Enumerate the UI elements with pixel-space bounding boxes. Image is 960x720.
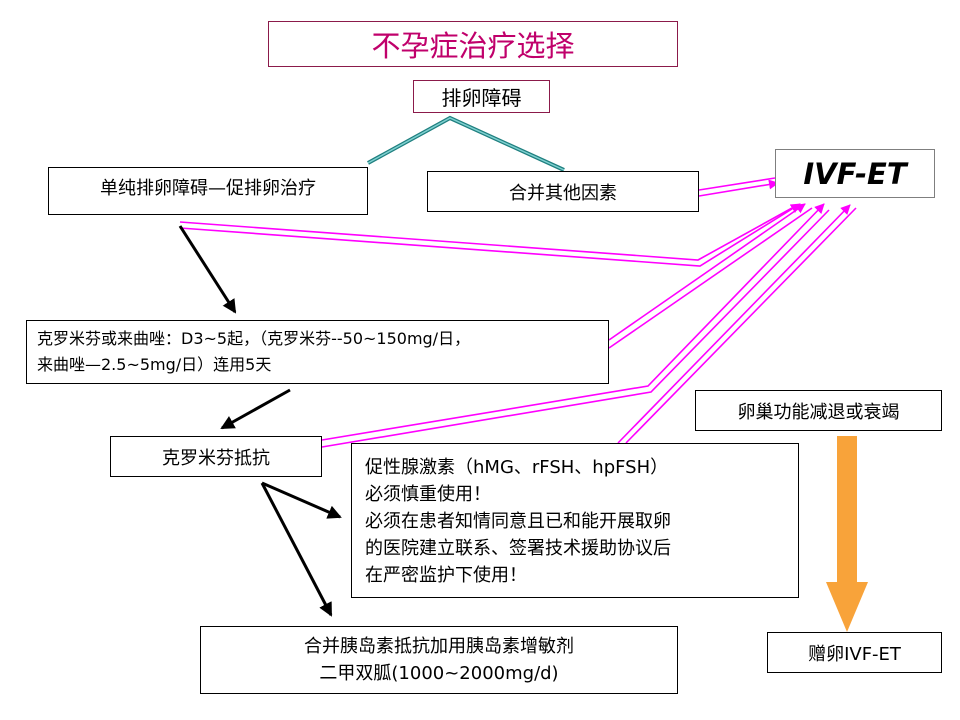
clomiphene-line-1: 克罗米芬或来曲唑：D3~5起，（克罗米芬--50~150mg/日，	[37, 329, 471, 348]
magenta-arrows	[179, 177, 857, 448]
ovarian-failure-node: 卵巢功能减退或衰竭	[695, 390, 942, 431]
diagram-title: 不孕症治疗选择	[268, 21, 678, 67]
ivf-et-node: IVF-ET	[775, 149, 935, 198]
gonadotropin-node: 促性腺激素（hMG、rFSH、hpFSH） 必须慎重使用！ 必须在患者知情同意且…	[351, 443, 799, 598]
other-factors-node: 合并其他因素	[427, 171, 699, 212]
gonadotropin-line-1: 促性腺激素（hMG、rFSH、hpFSH）	[365, 457, 669, 478]
orange-down-arrow	[826, 436, 868, 632]
clomiphene-letrozole-node: 克罗米芬或来曲唑：D3~5起，（克罗米芬--50~150mg/日， 来曲唑—2.…	[26, 320, 609, 384]
insulin-line-1: 合并胰岛素抵抗加用胰岛素增敏剂	[304, 636, 574, 657]
teal-branch	[367, 115, 565, 172]
gonadotropin-line-5: 在严密监护下使用！	[365, 565, 527, 586]
insulin-line-2: 二甲双胍(1000~2000mg/d)	[319, 663, 559, 684]
donor-egg-ivf-et-node: 赠卵IVF-ET	[767, 632, 942, 673]
gonadotropin-line-4: 的医院建立联系、签署技术援助协议后	[365, 538, 671, 559]
gonadotropin-line-2: 必须慎重使用！	[365, 484, 491, 505]
simple-ovulation-disorder-node: 单纯排卵障碍—促排卵治疗	[48, 167, 368, 215]
insulin-resistance-node: 合并胰岛素抵抗加用胰岛素增敏剂 二甲双胍(1000~2000mg/d)	[200, 626, 678, 694]
clomiphene-line-2: 来曲唑—2.5~5mg/日）连用5天	[37, 355, 272, 374]
ovulation-disorder-node: 排卵障碍	[413, 80, 550, 113]
gonadotropin-line-3: 必须在患者知情同意且已和能开展取卵	[365, 511, 671, 532]
black-arrows	[178, 225, 342, 617]
clomiphene-resistance-node: 克罗米芬抵抗	[110, 436, 322, 477]
